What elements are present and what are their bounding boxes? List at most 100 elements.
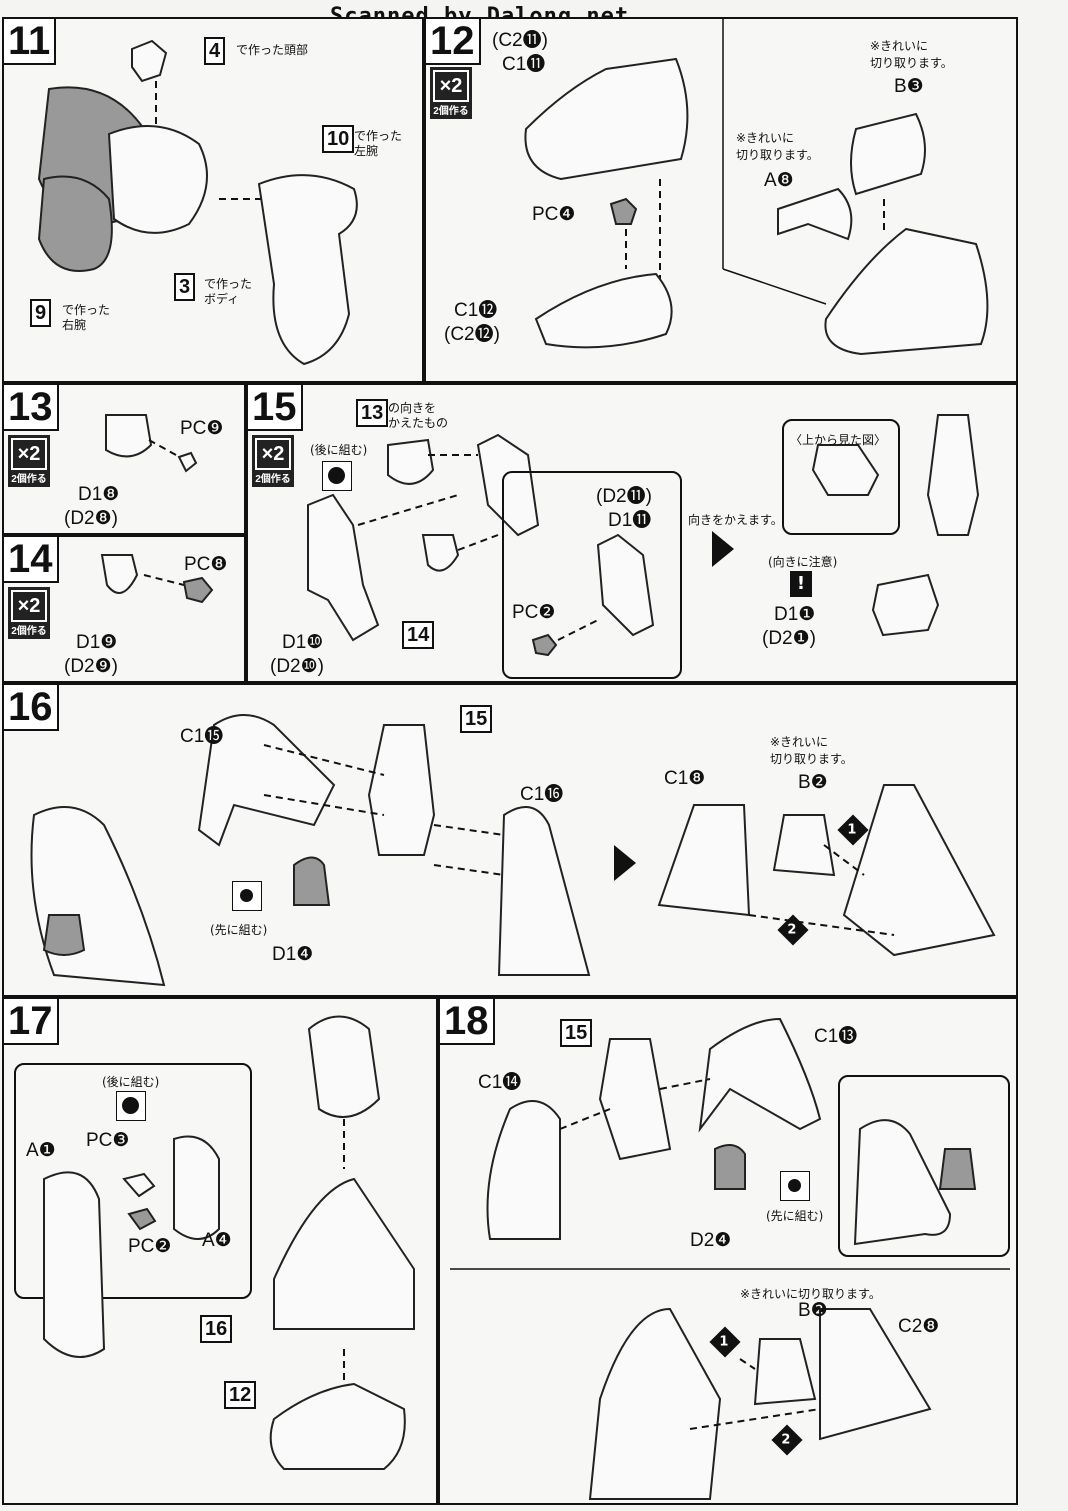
make-two-count: ×2 (255, 438, 291, 470)
assemble-later-text: (後に組む) (310, 443, 368, 457)
label-c1-12: C1⓬ (454, 300, 498, 321)
label-pc2: PC❷ (512, 602, 556, 623)
ref-step-13: 13 (356, 399, 389, 427)
ref-step-4-text: で作った頭部 (236, 43, 309, 57)
make-two-text: 2個作る (433, 106, 469, 117)
step-11-illustration (37, 39, 358, 366)
make-two-count: ×2 (11, 590, 47, 622)
label-pc3: PC❸ (86, 1130, 130, 1151)
step-18-panel: 18 15 C1⓭ C1⓮ (先に組む) D2❹ ※きれいに切り取ります。 B❷… (438, 997, 1018, 1505)
step-number: 13 (4, 385, 59, 431)
ref-step-3-text: で作った ボディ (204, 277, 253, 306)
ref-step-10-text: で作った 左腕 (354, 129, 403, 158)
label-b2: B❷ (798, 1300, 828, 1321)
assemble-later-icon (116, 1091, 146, 1121)
label-d2-1: (D2❶) (762, 628, 816, 649)
assemble-first-icon (780, 1171, 810, 1201)
step-15-panel: 15 ×2 2個作る 13 の向きを かえたもの (後に組む) D1❿ (D2❿… (246, 383, 1018, 683)
step-number: 17 (4, 999, 59, 1045)
step-13-panel: 13 ×2 2個作る PC❾ D1❽ (D2❽) (2, 383, 246, 535)
step-number: 18 (440, 999, 495, 1045)
step-12-panel: 12 ×2 2個作る (C2⓫) C1⓫ PC❹ C1⓬ (C2⓬) ※きれいに… (424, 17, 1018, 383)
make-two-count: ×2 (11, 438, 47, 470)
step-14-illustration (100, 554, 214, 604)
top-view-callout (782, 419, 900, 535)
clean-cut-note-b: ※きれいに切り取ります。 (740, 1287, 881, 1301)
make-two-text: 2個作る (255, 474, 291, 485)
make-two-badge: ×2 2個作る (430, 67, 472, 119)
turn-around-text: 向きをかえます。 (688, 513, 783, 527)
label-pc4: PC❹ (532, 204, 576, 225)
ref-step-3: 3 (174, 273, 196, 301)
step-17-illustration (43, 1015, 415, 1470)
label-d1-8: D1❽ (78, 484, 120, 505)
step-number: 11 (4, 19, 57, 65)
step-16-panel: 16 C1⓯ 15 C1⓰ (先に組む) D1❹ C1❽ ※きれいに 切り取りま… (2, 683, 1018, 997)
ref-step-4: 4 (204, 37, 226, 65)
ref-step-15: 15 (460, 705, 493, 733)
label-d1-11: D1⓫ (608, 510, 652, 531)
clean-cut-note-b: ※きれいに 切り取ります。 (770, 735, 853, 766)
assemble-first-icon (232, 881, 262, 911)
label-c1-14: C1⓮ (478, 1072, 522, 1093)
assemble-first-text: (先に組む) (210, 923, 268, 937)
clean-cut-note-a: ※きれいに 切り取ります。 (736, 131, 819, 162)
make-two-count: ×2 (433, 70, 469, 102)
label-c1-15: C1⓯ (180, 726, 224, 747)
step-number: 16 (4, 685, 59, 731)
top-view-text: 〈上から見た図〉 (790, 433, 887, 447)
label-d2-9: (D2❾) (64, 656, 118, 677)
step-18-illustration (450, 1017, 1010, 1500)
label-d2-8: (D2❽) (64, 508, 118, 529)
label-c1-16: C1⓰ (520, 784, 564, 805)
label-d2-11: (D2⓫) (596, 486, 652, 507)
make-two-text: 2個作る (11, 626, 47, 637)
label-pc8: PC❽ (184, 554, 228, 575)
ref-step-16: 16 (200, 1315, 233, 1343)
label-c1-13: C1⓭ (814, 1026, 858, 1047)
step-13-illustration (105, 414, 198, 473)
ref-step-9: 9 (30, 299, 52, 327)
label-d1-9: D1❾ (76, 632, 118, 653)
step-number: 14 (4, 537, 59, 583)
ref-step-12: 12 (224, 1381, 257, 1409)
label-c1-11: C1⓫ (502, 54, 546, 75)
next-arrow (712, 531, 734, 567)
label-b3: B❸ (894, 76, 924, 97)
label-c1-8: C1❽ (664, 768, 706, 789)
detail-callout (502, 471, 682, 679)
label-d1-10: D1❿ (282, 632, 324, 653)
step-14-panel: 14 ×2 2個作る PC❽ D1❾ (D2❾) (2, 535, 246, 683)
detail-callout (838, 1075, 1010, 1257)
step-number: 15 (248, 385, 303, 431)
orientation-caution-text: (向きに注意) (768, 555, 838, 569)
ref-step-9-text: で作った 右腕 (62, 303, 111, 332)
label-d2-10: (D2❿) (270, 656, 324, 677)
label-a1: A❶ (26, 1140, 56, 1161)
label-pc9: PC❾ (180, 418, 224, 439)
next-arrow (614, 845, 636, 881)
step-11-panel: 11 4 で作った頭部 10 で作った 左腕 3 で作った ボディ 9 で作った… (2, 17, 424, 383)
step-12-illustration (524, 19, 989, 356)
label-d2-4: D2❹ (690, 1230, 732, 1251)
ref-step-13-text: の向きを かえたもの (388, 401, 449, 430)
ref-step-15: 15 (560, 1019, 593, 1047)
sub-assembly-callout (14, 1063, 252, 1299)
step-17-panel: 17 (後に組む) A❶ PC❸ PC❷ A❹ 16 12 (2, 997, 438, 1505)
ref-step-10: 10 (322, 125, 355, 153)
make-two-badge: ×2 2個作る (252, 435, 294, 487)
label-c2-8: C2❽ (898, 1316, 940, 1337)
assemble-later-text: (後に組む) (102, 1075, 160, 1089)
clean-cut-note-b: ※きれいに 切り取ります。 (870, 39, 953, 70)
label-b2: B❷ (798, 772, 828, 793)
label-d1-1: D1❶ (774, 604, 816, 625)
ref-step-14: 14 (402, 621, 435, 649)
label-d1-4: D1❹ (272, 944, 314, 965)
make-two-text: 2個作る (11, 474, 47, 485)
caution-icon: ! (790, 571, 812, 597)
step-16-illustration (30, 714, 996, 987)
step-15-illustration (307, 414, 980, 657)
label-a4: A❹ (202, 1230, 232, 1251)
label-pc2: PC❷ (128, 1236, 172, 1257)
assemble-first-text: (先に組む) (766, 1209, 824, 1223)
